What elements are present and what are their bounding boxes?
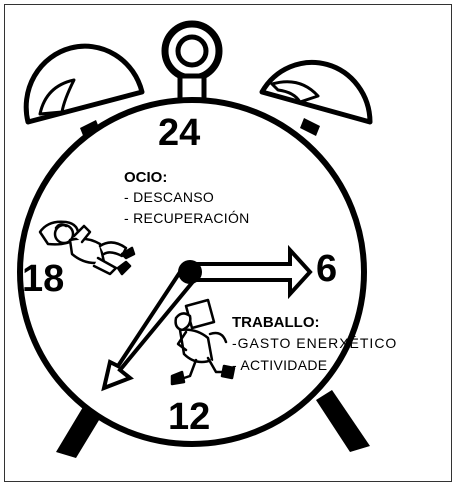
sleeping-person-icon <box>38 220 136 276</box>
right-bell-hammer <box>300 118 320 136</box>
hour-hand-to-6 <box>194 244 313 300</box>
ocio-item-descanso: - DESCANSO <box>124 189 215 205</box>
hour-label-6: 6 <box>316 248 338 290</box>
right-bell-shine <box>270 80 320 104</box>
ocio-title: OCIO: <box>124 169 168 186</box>
top-handle-ring-inner <box>175 34 209 68</box>
right-clock-leg <box>316 390 370 452</box>
left-bell-hammer <box>80 120 100 138</box>
ocio-item-recuperacion: - RECUPERACIÓN <box>124 210 250 226</box>
traballo-title: TRABALLO: <box>232 314 320 331</box>
left-bell-shine <box>38 78 76 116</box>
clock-center-pivot <box>178 260 202 284</box>
hour-label-18: 18 <box>22 258 65 300</box>
traballo-item-actividade: - ACTIVIDADE <box>232 357 328 373</box>
hour-label-12: 12 <box>168 396 211 438</box>
minute-hand-to-12 <box>101 263 199 392</box>
traballo-item-gasto: -GASTO ENERXÉTICO <box>232 335 398 351</box>
hour-label-24: 24 <box>158 112 201 154</box>
person-carrying-load-icon <box>170 298 236 386</box>
handle-stem <box>177 73 207 103</box>
